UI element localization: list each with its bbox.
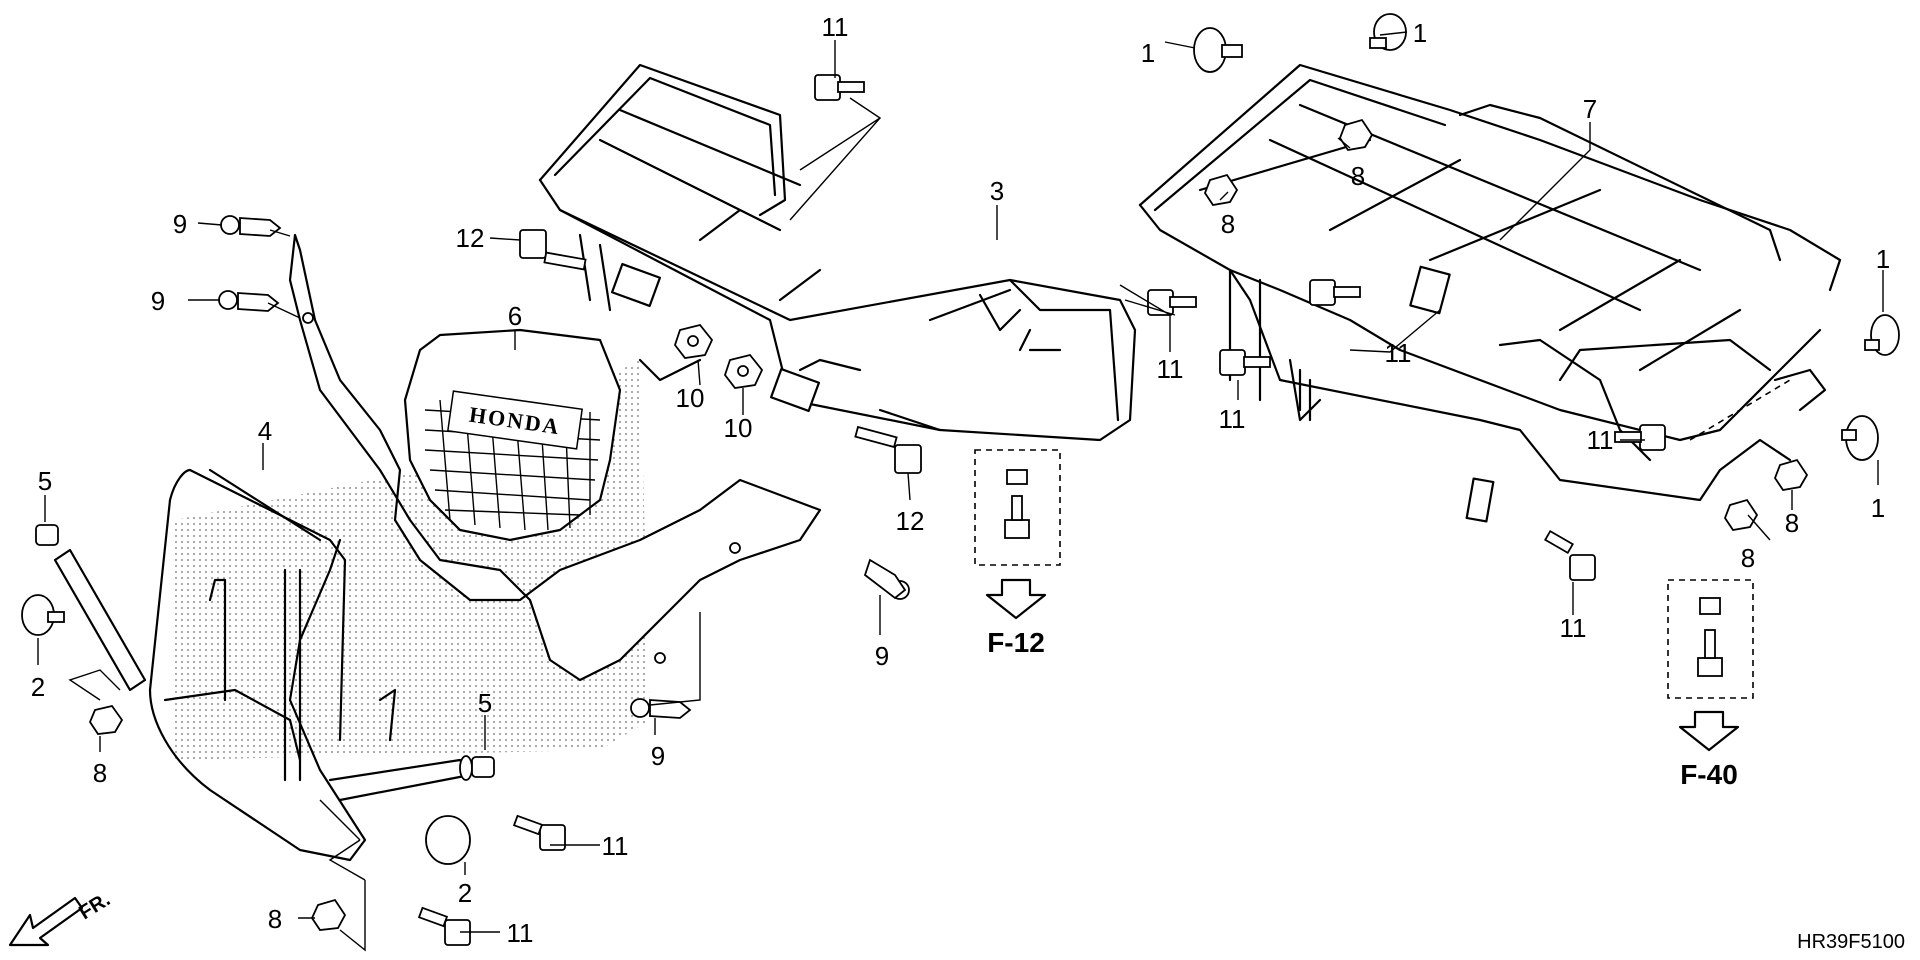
leader-lines xyxy=(37,31,1884,952)
callout: 8 xyxy=(268,904,282,934)
bolt-icon xyxy=(1544,529,1596,581)
callout: 10 xyxy=(724,413,753,443)
callout: 2 xyxy=(31,672,45,702)
callout: 5 xyxy=(38,466,52,496)
grommet-icon xyxy=(1864,314,1900,356)
callout: 1 xyxy=(1871,493,1885,523)
callout: 1 xyxy=(1141,38,1155,68)
front-rack-part-3 xyxy=(538,63,1137,442)
bolt-icon xyxy=(519,229,587,271)
callout: 9 xyxy=(151,286,165,316)
ref-f12: F-12 xyxy=(987,627,1045,658)
front-fender-part-6: HONDA xyxy=(288,233,822,682)
grommet-icon xyxy=(21,594,65,636)
bolt-icon xyxy=(1614,424,1666,451)
cap-icon xyxy=(35,524,59,546)
rear-rack-part-7 xyxy=(1138,63,1842,523)
nut-icon xyxy=(1773,458,1809,491)
nut-icon xyxy=(673,323,714,359)
nut-icon xyxy=(723,353,764,389)
arrow-down-icon xyxy=(1678,710,1740,752)
callout: 8 xyxy=(1785,508,1799,538)
nut-icon xyxy=(1203,173,1239,206)
callout: 4 xyxy=(258,416,272,446)
callout: 9 xyxy=(651,741,665,771)
bolt-icon xyxy=(512,814,566,851)
ref-box-f40: F-40 xyxy=(1667,579,1754,790)
bolt-icon xyxy=(1309,279,1361,306)
bolt-icon xyxy=(814,74,865,101)
grommet-icon xyxy=(1369,13,1407,51)
callout: 11 xyxy=(1385,338,1412,368)
grommet-icon xyxy=(1193,27,1243,73)
callout: 6 xyxy=(508,301,522,331)
callout: 8 xyxy=(1221,209,1235,239)
grommet-icon xyxy=(425,815,471,865)
callout: 5 xyxy=(478,688,492,718)
callout: 11 xyxy=(1560,613,1587,643)
bolt-icon xyxy=(1147,289,1197,316)
callout: 8 xyxy=(93,758,107,788)
callout: 1 xyxy=(1876,244,1890,274)
callout: 11 xyxy=(822,12,849,42)
front-guard-part-4 xyxy=(53,468,473,862)
ref-box-f12: F-12 xyxy=(974,449,1061,658)
nut-icon xyxy=(88,704,124,735)
callout: 9 xyxy=(173,209,187,239)
ref-f40: F-40 xyxy=(1680,759,1738,790)
bolt-icon xyxy=(417,906,471,946)
diagram-code: HR39F5100 xyxy=(1797,931,1905,953)
callout: 11 xyxy=(602,831,629,861)
bolt-icon xyxy=(1219,349,1271,376)
callout: 8 xyxy=(1351,161,1365,191)
callout: 11 xyxy=(1157,354,1184,384)
bolt-icon xyxy=(854,425,922,474)
callout: 3 xyxy=(990,176,1004,206)
clip-icon xyxy=(218,290,280,312)
cap-icon xyxy=(471,756,495,778)
nut-icon xyxy=(310,898,347,931)
callout: 11 xyxy=(507,918,534,948)
callout: 1 xyxy=(1413,18,1427,48)
nut-icon xyxy=(1338,118,1374,151)
callout: 9 xyxy=(875,641,889,671)
callout: 10 xyxy=(676,383,705,413)
arrow-down-icon xyxy=(985,578,1047,620)
arrow-down-left-icon xyxy=(8,896,84,947)
front-direction-indicator: FR. xyxy=(8,888,114,947)
clip-icon xyxy=(630,698,692,719)
callout: 12 xyxy=(896,506,925,536)
nut-icon xyxy=(1723,498,1759,531)
clip-icon xyxy=(863,558,910,600)
callout: 11 xyxy=(1587,425,1614,455)
hardware xyxy=(21,13,1900,946)
callout: 11 xyxy=(1219,404,1246,434)
callout: 12 xyxy=(456,223,485,253)
callouts: 11 12 10 10 12 3 11 6 9 9 4 5 2 8 5 11 2… xyxy=(31,12,1890,948)
direction-label: FR. xyxy=(75,888,114,924)
callout: 7 xyxy=(1583,94,1597,124)
clip-icon xyxy=(220,215,282,237)
grommet-icon xyxy=(1841,415,1879,461)
callout: 8 xyxy=(1741,543,1755,573)
callout: 2 xyxy=(458,878,472,908)
